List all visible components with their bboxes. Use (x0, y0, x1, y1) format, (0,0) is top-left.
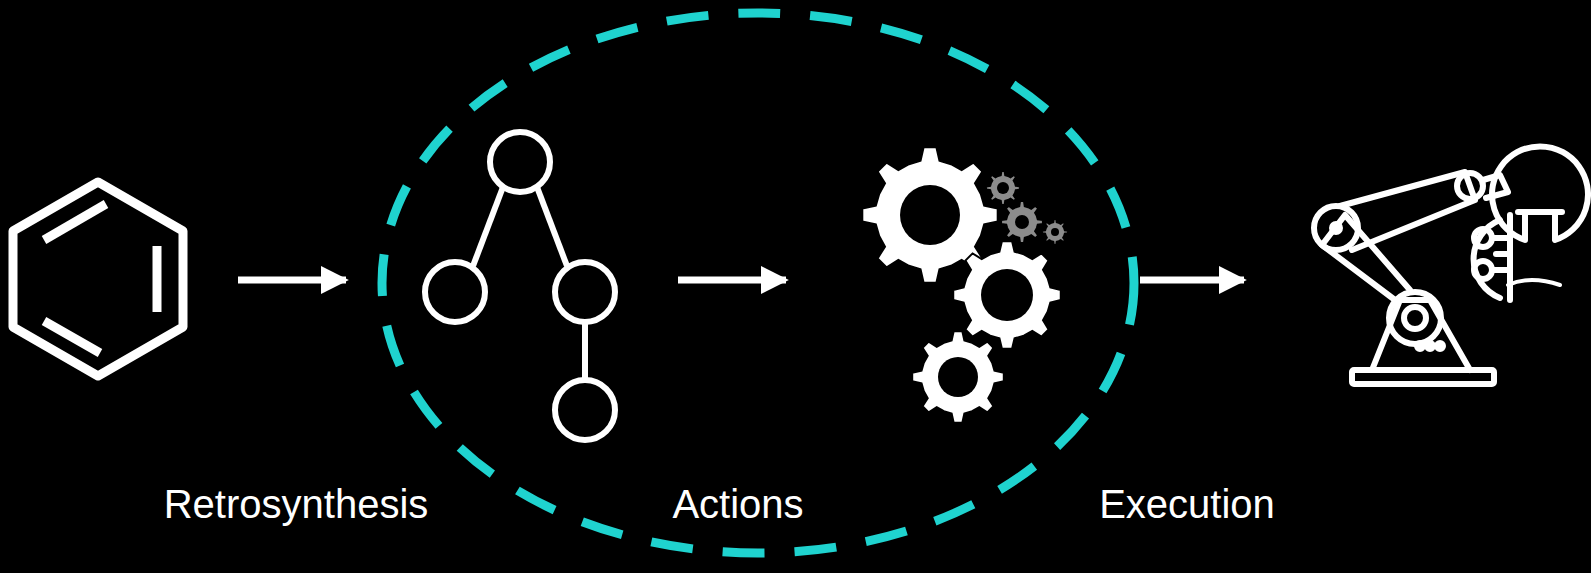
gear-body (953, 241, 1061, 349)
gear (986, 171, 1020, 205)
gear-hole (938, 357, 978, 397)
gear (912, 331, 1004, 423)
gear-body (1042, 219, 1068, 245)
gear (953, 241, 1061, 349)
gear-hole (997, 182, 1009, 194)
stage-label: Actions (668, 480, 807, 528)
robot-arm-icon (1314, 146, 1588, 384)
gear (1042, 219, 1068, 245)
stage-label: Retrosynthesis (160, 480, 433, 528)
gear-hole (1051, 228, 1059, 236)
dashed-region (382, 13, 1134, 553)
gear (1001, 201, 1043, 243)
tree-icon (425, 132, 615, 440)
gear-hole (900, 185, 960, 245)
stage-label: Execution (1095, 480, 1279, 528)
gear-body (986, 171, 1020, 205)
gear-body (912, 331, 1004, 423)
gear-body (1001, 201, 1043, 243)
gear-hole (981, 269, 1033, 321)
gears-icon (862, 147, 1068, 422)
flow-arrows (238, 277, 1244, 284)
benzene-icon (13, 182, 183, 376)
gear-hole (1015, 215, 1029, 229)
